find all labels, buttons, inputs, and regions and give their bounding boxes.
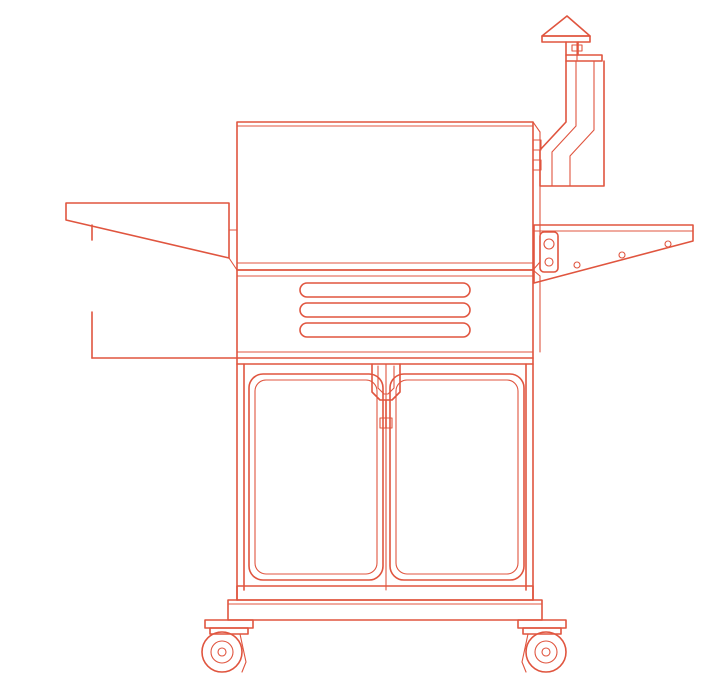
chimney-pipe: [532, 54, 605, 187]
caster-wheels: [201, 619, 567, 673]
control-panel: [236, 269, 541, 359]
lid-handle: [371, 363, 401, 429]
hood: [236, 121, 541, 271]
cart-frame: [236, 357, 534, 601]
base: [227, 585, 543, 621]
side-shelf: [533, 224, 694, 284]
chimney-cap: [541, 15, 591, 61]
cabinet-doors: [248, 363, 525, 591]
louvered-panel: [299, 282, 471, 338]
hopper-shelf: [65, 202, 238, 359]
